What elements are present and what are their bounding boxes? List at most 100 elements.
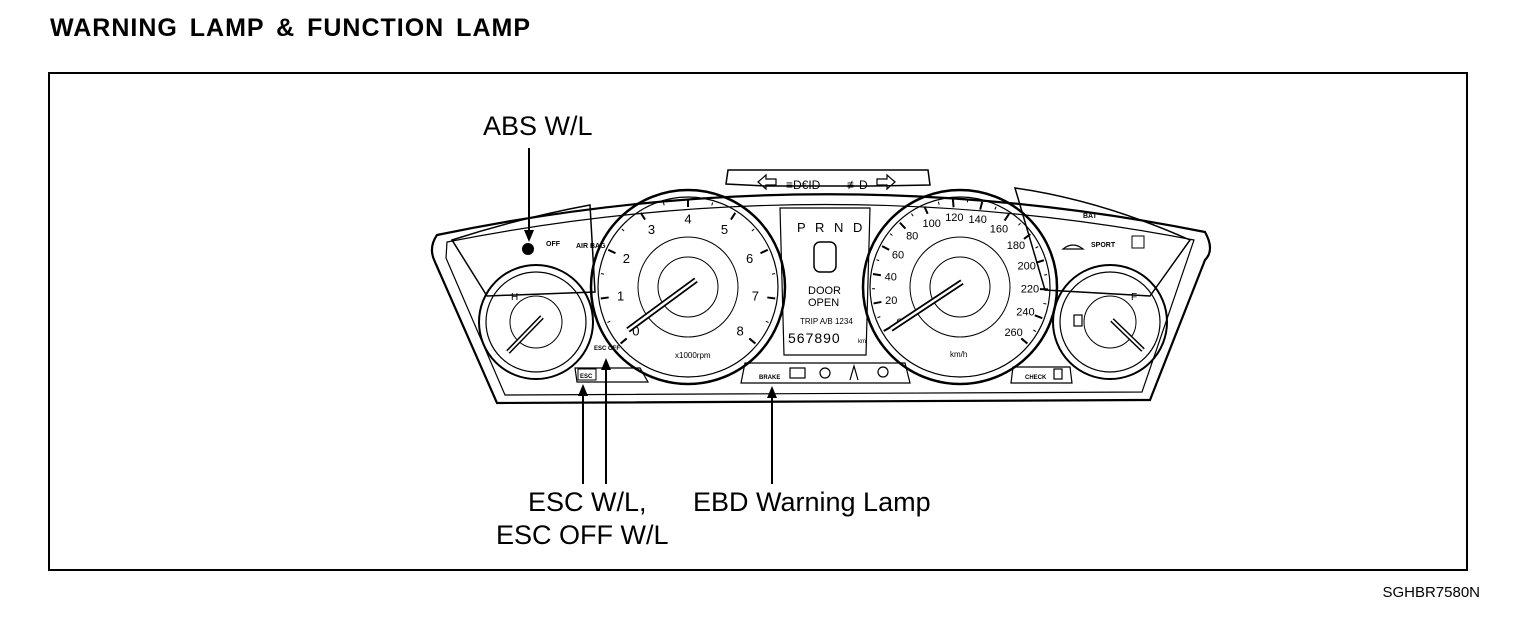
temp-gauge: H [478,264,594,380]
speedo-tick [1033,329,1037,332]
check-lamp-label: CHECK [1025,375,1047,381]
speedo-unit-label: km/h [950,350,967,359]
tacho-tick [607,320,611,323]
speedo-tick [876,259,880,262]
lower-center-lamp-pod [740,362,911,384]
speedo-tick [899,222,907,230]
esc-off-arrow [601,358,611,484]
tacho-tick [765,320,769,323]
right-upper-pod [1013,187,1192,297]
esc-arrow [578,384,588,484]
fuel-lamp-icon [1053,368,1063,380]
speedo-tick-label: 40 [885,272,897,284]
speedo-tick-label: 80 [906,231,918,243]
speedo-tick-label: 220 [1021,284,1039,296]
tacho-tick-label: 6 [746,251,753,266]
off-lamp-label: OFF [546,241,561,248]
tacho-tick [619,337,628,345]
abs-arrow [524,148,534,242]
tacho-tick-label: 2 [623,251,630,266]
tacho-tick-label: 3 [648,222,655,237]
tacho-tick [767,296,776,300]
tacho-unit-label: x1000rpm [675,351,711,360]
headlamp-icons: ≡D€ID ≢D [786,178,868,192]
tacho-tick-label: 4 [684,212,691,227]
svg-text:≢D: ≢D [847,178,868,192]
cluster-housing [430,193,1212,405]
airbag-icon [877,366,889,378]
airbag-lamp-label: AIR BAG [576,243,606,250]
fuel-f-label: F [1131,292,1137,303]
speedo-tick [994,206,997,210]
door-open-line2: OPEN [808,297,839,309]
sport-lamp-label: SPORT [1091,242,1116,249]
speedo-tick [873,300,882,305]
speedo-tick [923,206,929,215]
turn-right-icon [876,173,896,191]
tacho-tick-label: 1 [617,288,624,303]
speedo-tick [1043,302,1047,305]
tacho-tick [711,202,714,206]
fuel-pump-icon [1073,314,1083,327]
speedo-tick-label: 240 [1016,307,1034,319]
ebd-arrow [767,386,777,484]
tacho-tick [639,212,646,221]
speedo-tick-label: 260 [1004,327,1022,339]
odometer-unit: km [858,339,866,345]
tacho-tick-label: 5 [721,222,728,237]
speedo-tick [872,273,882,277]
brake-lamp-label: BRAKE [759,375,780,381]
tacho-tick [600,296,609,300]
door-car-icon [813,241,837,273]
speedo-tick [1023,233,1031,240]
temp-h-label: H [511,292,518,303]
speedo-tick-label: 160 [990,224,1008,236]
fuel-gauge: F [1052,264,1168,380]
speedo-tick [883,326,892,332]
speedo-tick [1018,222,1021,226]
abs-callout: ABS W/L [483,111,593,141]
speedo-tick-label: 140 [968,214,986,226]
gear-indicator: P R N D [797,220,865,235]
speedo-tick-label: 60 [892,249,904,261]
lower-right-lamp-pod [1010,366,1073,384]
ebd-callout: EBD Warning Lamp [693,487,931,517]
page-title: WARNING LAMP & FUNCTION LAMP [50,14,532,42]
speedo-tick-label: 100 [923,218,941,230]
trip-readout: TRIP A/B 1234 [800,317,853,326]
figure-code: SGHBR7580N [1382,584,1480,601]
speedo-tick [911,213,914,217]
speedo-tick [881,245,890,251]
speedometer: 020406080100120140160180200220240260 km/… [861,188,1059,386]
car-icon [1061,244,1085,250]
bat-lamp-label: BAT [1083,213,1098,220]
speedo-tick-label: 200 [1018,261,1036,273]
speedo-tick [951,199,955,208]
esc-lamp-label: ESC [580,374,593,380]
speedo-tick-label: 180 [1007,240,1025,252]
turn-left-icon [757,173,777,191]
speedo-tick [937,201,940,205]
tacho-tick [607,248,616,255]
speedo-tick [1035,246,1039,249]
speedo-tick-label: 20 [885,295,897,307]
tacho-tick [730,212,737,221]
tacho-tick [760,248,769,255]
cluster-inner-housing [445,203,1195,396]
svg-text:≡D€ID: ≡D€ID [786,178,821,192]
tacho-tick [621,228,625,232]
oil-icon [819,367,831,379]
speedo-tick-label: 120 [945,212,963,224]
esc-callout-line2: ESC OFF W/L [496,520,669,550]
speedo-tick [877,316,881,319]
tacho-tick-label: 8 [736,323,743,338]
left-upper-pod [450,204,596,297]
abs-lamp-icon [522,243,534,255]
door-open-line1: DOOR [808,285,841,297]
center-display: P R N D DOOR OPEN TRIP A/B 1234 567890 k… [779,207,871,356]
speedo-tick [1020,337,1029,345]
tacho-tick [748,337,757,345]
speedo-tick [1003,213,1010,222]
